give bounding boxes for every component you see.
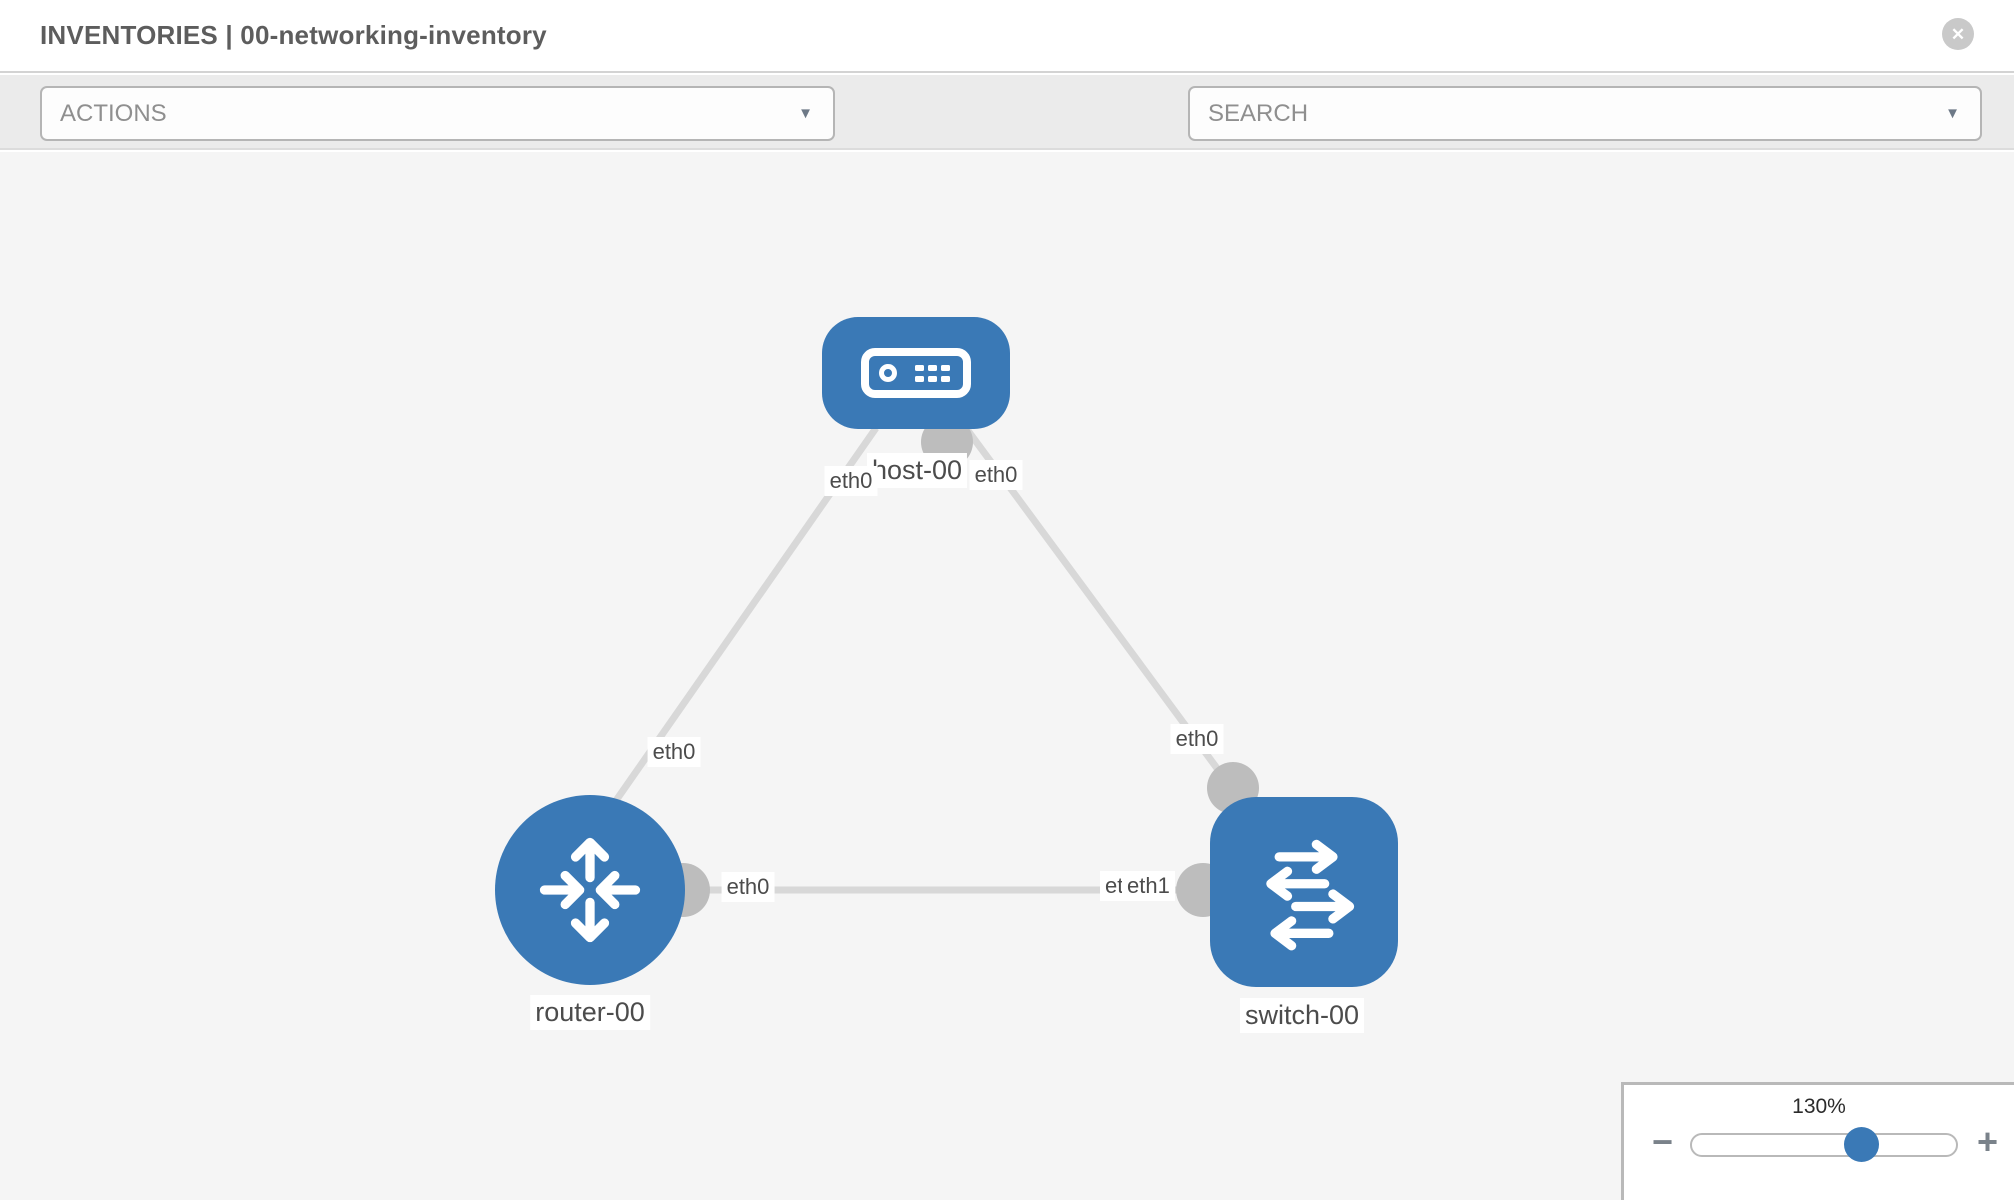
node-label-switch: switch-00: [1239, 998, 1365, 1033]
close-icon: ✕: [1950, 24, 1966, 44]
chevron-down-icon: ▼: [1945, 105, 1960, 122]
zoom-out-button[interactable]: −: [1652, 1121, 1674, 1162]
header: INVENTORIES | 00-networking-inventory ✕: [0, 0, 2014, 73]
topology-canvas[interactable]: host-00 router-00 switch-00 eth0 eth0 et…: [0, 152, 2014, 1200]
zoom-level: 130%: [1792, 1095, 1846, 1118]
if-label-switch-eth0-top: eth0: [1170, 724, 1224, 754]
zoom-slider-thumb[interactable]: [1844, 1127, 1879, 1162]
links-layer: [605, 416, 1259, 917]
node-label-host: host-00: [866, 453, 968, 488]
page-title: INVENTORIES | 00-networking-inventory: [40, 20, 547, 50]
zoom-slider-track[interactable]: [1690, 1127, 1958, 1162]
zoom-panel: 130% − +: [1621, 1082, 2014, 1200]
node-router-00[interactable]: [495, 795, 685, 985]
if-label-router-eth0-top: eth0: [647, 737, 701, 767]
search-dropdown[interactable]: SEARCH ▼: [1188, 86, 1982, 141]
host-icon: [861, 348, 971, 398]
close-button[interactable]: ✕: [1942, 18, 1974, 50]
zoom-in-button[interactable]: +: [1977, 1121, 1999, 1162]
if-label-host-eth0-left: eth0: [824, 466, 878, 496]
chevron-down-icon: ▼: [798, 105, 813, 122]
if-label-router-eth0-right: eth0: [721, 872, 775, 902]
node-host-00[interactable]: [822, 317, 1010, 429]
if-label-host-eth0-right: eth0: [969, 460, 1023, 490]
node-label-router: router-00: [530, 995, 650, 1030]
if-label-switch-eth1-left: eth1: [1122, 871, 1175, 901]
search-dropdown-label: SEARCH: [1208, 100, 1309, 127]
router-icon: [539, 837, 641, 943]
node-switch-00[interactable]: [1210, 797, 1398, 987]
actions-dropdown-label: ACTIONS: [60, 100, 167, 127]
switch-icon: [1266, 839, 1355, 951]
toolbar: ACTIONS ▼ SEARCH ▼: [0, 75, 2014, 207]
actions-dropdown[interactable]: ACTIONS ▼: [40, 86, 835, 141]
